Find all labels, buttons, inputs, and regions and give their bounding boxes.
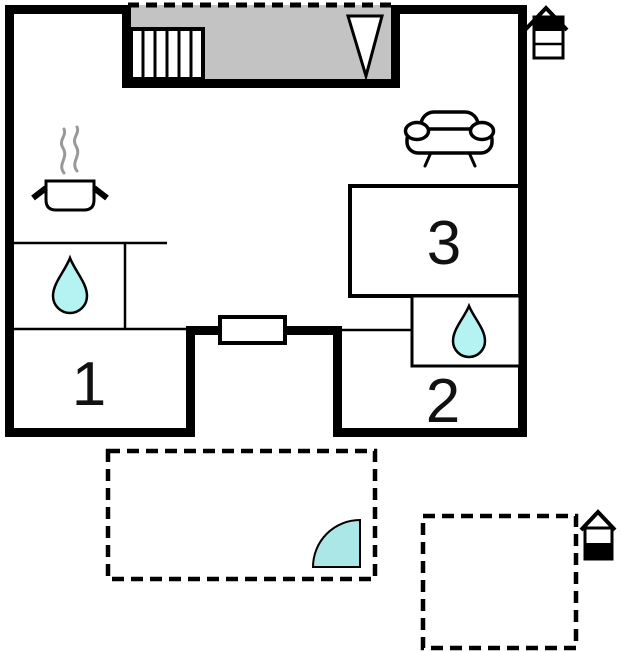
terrace-small — [420, 513, 579, 651]
terrace-main — [105, 448, 378, 582]
wall-bottom-right — [333, 428, 527, 437]
pot-handle-left — [31, 185, 48, 201]
pot-body — [44, 179, 96, 212]
steam-line — [59, 127, 67, 175]
staircase-icon — [129, 27, 205, 81]
wall-mid-right — [333, 326, 342, 437]
partitions — [9, 241, 412, 332]
steam-line — [72, 125, 80, 173]
house-floor-marker — [585, 543, 612, 559]
pot-handle-right — [92, 185, 109, 201]
wall-top-left — [5, 5, 131, 14]
house-roof — [579, 509, 617, 532]
water-drop-icon-left — [51, 254, 89, 315]
house-floor-marker — [534, 17, 563, 31]
wall-top-right — [391, 5, 527, 14]
entrance-door-icon — [218, 315, 287, 345]
wall-right — [518, 5, 527, 437]
room-2-label: 2 — [426, 367, 460, 436]
sofa-icon — [403, 110, 496, 168]
wall-left — [5, 5, 14, 437]
sofa-armrest — [468, 120, 496, 142]
room-1-label: 1 — [72, 350, 106, 419]
roof-window-icon — [345, 14, 384, 82]
water-drop-icon-right — [451, 302, 487, 359]
sofa-armrest — [403, 120, 431, 142]
wall-bottom-left — [5, 428, 195, 437]
wall-loft-bottom — [122, 79, 400, 88]
house-level-icon-ground-floor — [579, 509, 617, 561]
door-swing-icon — [311, 518, 361, 568]
house-level-icon-top-floor — [523, 5, 569, 60]
room-3-label: 3 — [427, 209, 461, 278]
cooking-pot-icon — [31, 125, 109, 212]
wall-mid-left — [186, 326, 195, 437]
walls — [5, 5, 527, 437]
wall-loft-left — [122, 5, 131, 88]
wall-loft-right — [391, 5, 400, 88]
